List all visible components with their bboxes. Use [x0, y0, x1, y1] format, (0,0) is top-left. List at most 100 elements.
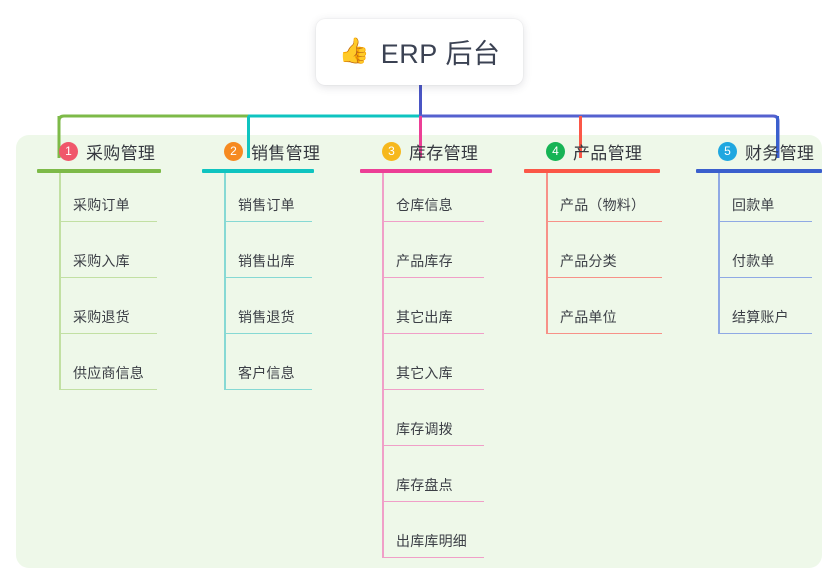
branch-item-rule [382, 444, 484, 446]
root-node-label: ERP 后台 [380, 38, 501, 69]
branch-number-badge: 1 [59, 141, 78, 161]
branch-item-label: 客户信息 [238, 365, 295, 381]
branch-rule [202, 169, 314, 173]
branch-columns: 1 采购管理采购订单采购入库采购退货供应商信息 2 销售管理销售订单销售出库销售退货客… [16, 135, 822, 568]
branch-item-label: 库存盘点 [396, 477, 453, 493]
branch-item-rule [718, 332, 812, 334]
branch-item[interactable]: 出库库明细 [360, 509, 502, 565]
branch-item-label: 出库库明细 [396, 533, 467, 549]
branch-item-label: 回款单 [732, 197, 775, 213]
branch-items: 产品（物料） 产品分类产品单位 [524, 173, 670, 341]
branch-item[interactable]: 结算账户 [696, 285, 832, 341]
branch-item-label: 销售出库 [238, 253, 295, 269]
branch-item[interactable]: 采购订单 [37, 173, 171, 229]
branch-spine [546, 173, 548, 334]
branch-number-badge: 5 [718, 141, 737, 161]
branch-column-1: 1 采购管理采购订单采购入库采购退货供应商信息 [37, 135, 171, 397]
branch-items: 回款单付款单结算账户 [696, 173, 832, 341]
branch-header-3[interactable]: 3 库存管理 [360, 135, 502, 167]
branch-number-badge: 4 [546, 141, 565, 161]
branch-item-rule [224, 332, 312, 334]
branch-items: 采购订单采购入库采购退货供应商信息 [37, 173, 171, 397]
branch-item[interactable]: 其它出库 [360, 285, 502, 341]
branch-header-4[interactable]: 4 产品管理 [524, 135, 670, 167]
branch-item-rule [546, 276, 662, 278]
branch-spine [224, 173, 226, 390]
branch-item-rule [382, 556, 484, 558]
branch-item-label: 其它入库 [396, 365, 453, 381]
root-node[interactable]: 👍 ERP 后台 [316, 19, 523, 85]
branch-item-label: 供应商信息 [73, 365, 144, 381]
branch-item-label: 产品（物料） [560, 197, 646, 213]
branch-item-label: 销售退货 [238, 309, 295, 325]
branch-item-rule [59, 276, 157, 278]
branch-item-rule [224, 220, 312, 222]
branch-header-2[interactable]: 2 销售管理 [202, 135, 324, 167]
branch-item-label: 仓库信息 [396, 197, 453, 213]
branch-rule [360, 169, 492, 173]
branch-item[interactable]: 库存调拨 [360, 397, 502, 453]
branch-title: 销售管理 [251, 143, 321, 163]
branch-number-badge: 3 [382, 141, 401, 161]
branch-spine [718, 173, 720, 334]
branch-title: 产品管理 [573, 143, 643, 163]
branch-title: 库存管理 [409, 143, 479, 163]
branch-item-label: 付款单 [732, 253, 775, 269]
branch-item-label: 销售订单 [238, 197, 295, 213]
branch-item[interactable]: 销售订单 [202, 173, 324, 229]
branch-item-rule [382, 220, 484, 222]
branch-header-1[interactable]: 1 采购管理 [37, 135, 171, 167]
branch-title: 采购管理 [86, 143, 156, 163]
branch-title: 财务管理 [745, 143, 815, 163]
branch-column-3: 3 库存管理仓库信息产品库存其它出库其它入库库存调拨库存盘点出库库明细 [360, 135, 502, 565]
branch-item-rule [59, 332, 157, 334]
branch-item[interactable]: 回款单 [696, 173, 832, 229]
branches-panel [16, 135, 822, 568]
branch-item[interactable]: 库存盘点 [360, 453, 502, 509]
branch-item[interactable]: 供应商信息 [37, 341, 171, 397]
branch-item[interactable]: 产品（物料） [524, 173, 670, 229]
branch-column-5: 5 财务管理回款单付款单结算账户 [696, 135, 832, 341]
branch-item-rule [546, 332, 662, 334]
branch-item[interactable]: 产品库存 [360, 229, 502, 285]
branch-items: 仓库信息产品库存其它出库其它入库库存调拨库存盘点出库库明细 [360, 173, 502, 565]
branch-item-label: 其它出库 [396, 309, 453, 325]
branch-header-5[interactable]: 5 财务管理 [696, 135, 832, 167]
branch-item-rule [59, 388, 157, 390]
branch-item-rule [224, 388, 312, 390]
branch-column-2: 2 销售管理销售订单销售出库销售退货客户信息 [202, 135, 324, 397]
branch-item[interactable]: 付款单 [696, 229, 832, 285]
branch-number-badge: 2 [224, 141, 243, 161]
branch-rule [696, 169, 822, 173]
branch-item[interactable]: 采购入库 [37, 229, 171, 285]
branch-item[interactable]: 仓库信息 [360, 173, 502, 229]
branch-item-label: 采购退货 [73, 309, 130, 325]
branch-item-rule [546, 220, 662, 222]
branch-item-rule [382, 276, 484, 278]
branch-item-label: 产品分类 [560, 253, 617, 269]
branch-item-rule [718, 220, 812, 222]
branch-item[interactable]: 产品分类 [524, 229, 670, 285]
root-node-content: 👍 ERP 后台 [339, 32, 501, 71]
branch-item[interactable]: 销售退货 [202, 285, 324, 341]
branch-item-label: 结算账户 [732, 309, 789, 325]
branch-item-label: 产品单位 [560, 309, 617, 325]
branch-item-label: 采购入库 [73, 253, 130, 269]
branch-item[interactable]: 其它入库 [360, 341, 502, 397]
branch-item-label: 产品库存 [396, 253, 453, 269]
branch-item-rule [382, 500, 484, 502]
branch-item-rule [59, 220, 157, 222]
branch-item-rule [382, 388, 484, 390]
branch-item[interactable]: 产品单位 [524, 285, 670, 341]
branch-spine [59, 173, 61, 390]
branch-item[interactable]: 销售出库 [202, 229, 324, 285]
branch-item-label: 采购订单 [73, 197, 130, 213]
thumbs-up-icon: 👍 [338, 36, 370, 65]
branch-rule [524, 169, 660, 173]
branch-items: 销售订单销售出库销售退货客户信息 [202, 173, 324, 397]
branch-item[interactable]: 客户信息 [202, 341, 324, 397]
branch-column-4: 4 产品管理产品（物料） 产品分类产品单位 [524, 135, 670, 341]
branch-item[interactable]: 采购退货 [37, 285, 171, 341]
branch-rule [37, 169, 161, 173]
